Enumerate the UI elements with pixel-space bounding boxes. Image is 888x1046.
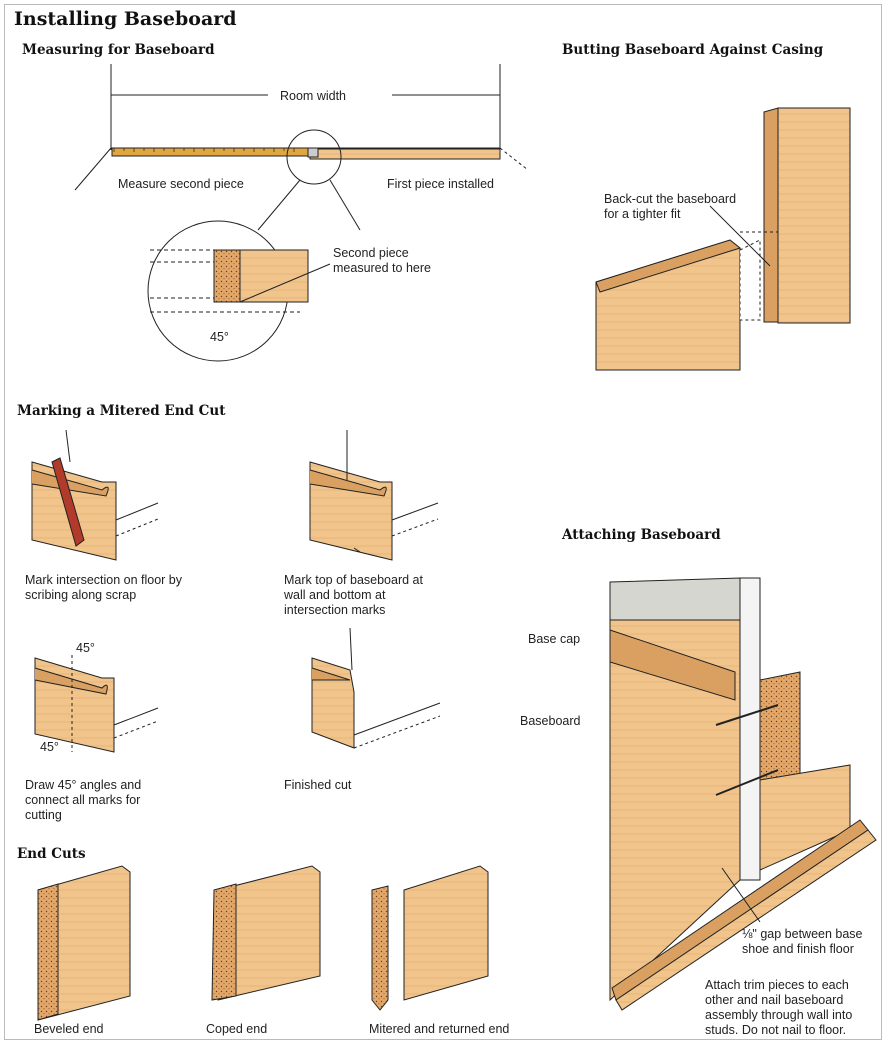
mitered-step3-label: Draw 45° angles and connect all marks fo… (25, 778, 142, 822)
attaching-heading: Attaching Baseboard (562, 527, 721, 543)
mitered-heading: Marking a Mitered End Cut (17, 403, 226, 419)
measuring-heading: Measuring for Baseboard (22, 42, 215, 58)
room-width-label: Room width (280, 89, 346, 103)
end-cuts-illustration (37, 865, 489, 1021)
mitered-returned-label: Mitered and returned end (369, 1022, 510, 1036)
base-cap-label: Base cap (528, 632, 581, 646)
mitered-step4-label: Finished cut (284, 778, 352, 792)
beveled-end-label: Beveled end (34, 1022, 104, 1036)
measure-angle-label: 45° (210, 330, 229, 344)
butting-illustration (595, 107, 851, 371)
page-title: Installing Baseboard (14, 8, 237, 30)
measuring-illustration (74, 64, 529, 362)
coped-end-label: Coped end (206, 1022, 268, 1036)
mitered-angle-bottom: 45° (40, 740, 59, 754)
gap-note: ⅛" gap between base shoe and finish floo… (742, 927, 863, 956)
page-frame (4, 4, 882, 1040)
attaching-instructions: Attach trim pieces to each other and nai… (705, 978, 853, 1037)
end-cuts-heading: End Cuts (17, 846, 86, 862)
baseboard-label: Baseboard (520, 714, 581, 728)
butting-heading: Butting Baseboard Against Casing (562, 42, 824, 58)
mitered-illustration (31, 429, 441, 753)
first-installed-label: First piece installed (387, 177, 494, 191)
second-piece-note: Second piece measured to here (333, 246, 431, 275)
mitered-step1-label: Mark intersection on floor by scribing a… (25, 573, 183, 602)
mitered-angle-top: 45° (76, 641, 95, 655)
mitered-step2-label: Mark top of baseboard at wall and bottom… (284, 573, 423, 617)
back-cut-note: Back-cut the baseboard for a tighter fit (604, 192, 737, 221)
attaching-illustration (609, 577, 877, 1011)
measure-second-label: Measure second piece (118, 177, 244, 191)
